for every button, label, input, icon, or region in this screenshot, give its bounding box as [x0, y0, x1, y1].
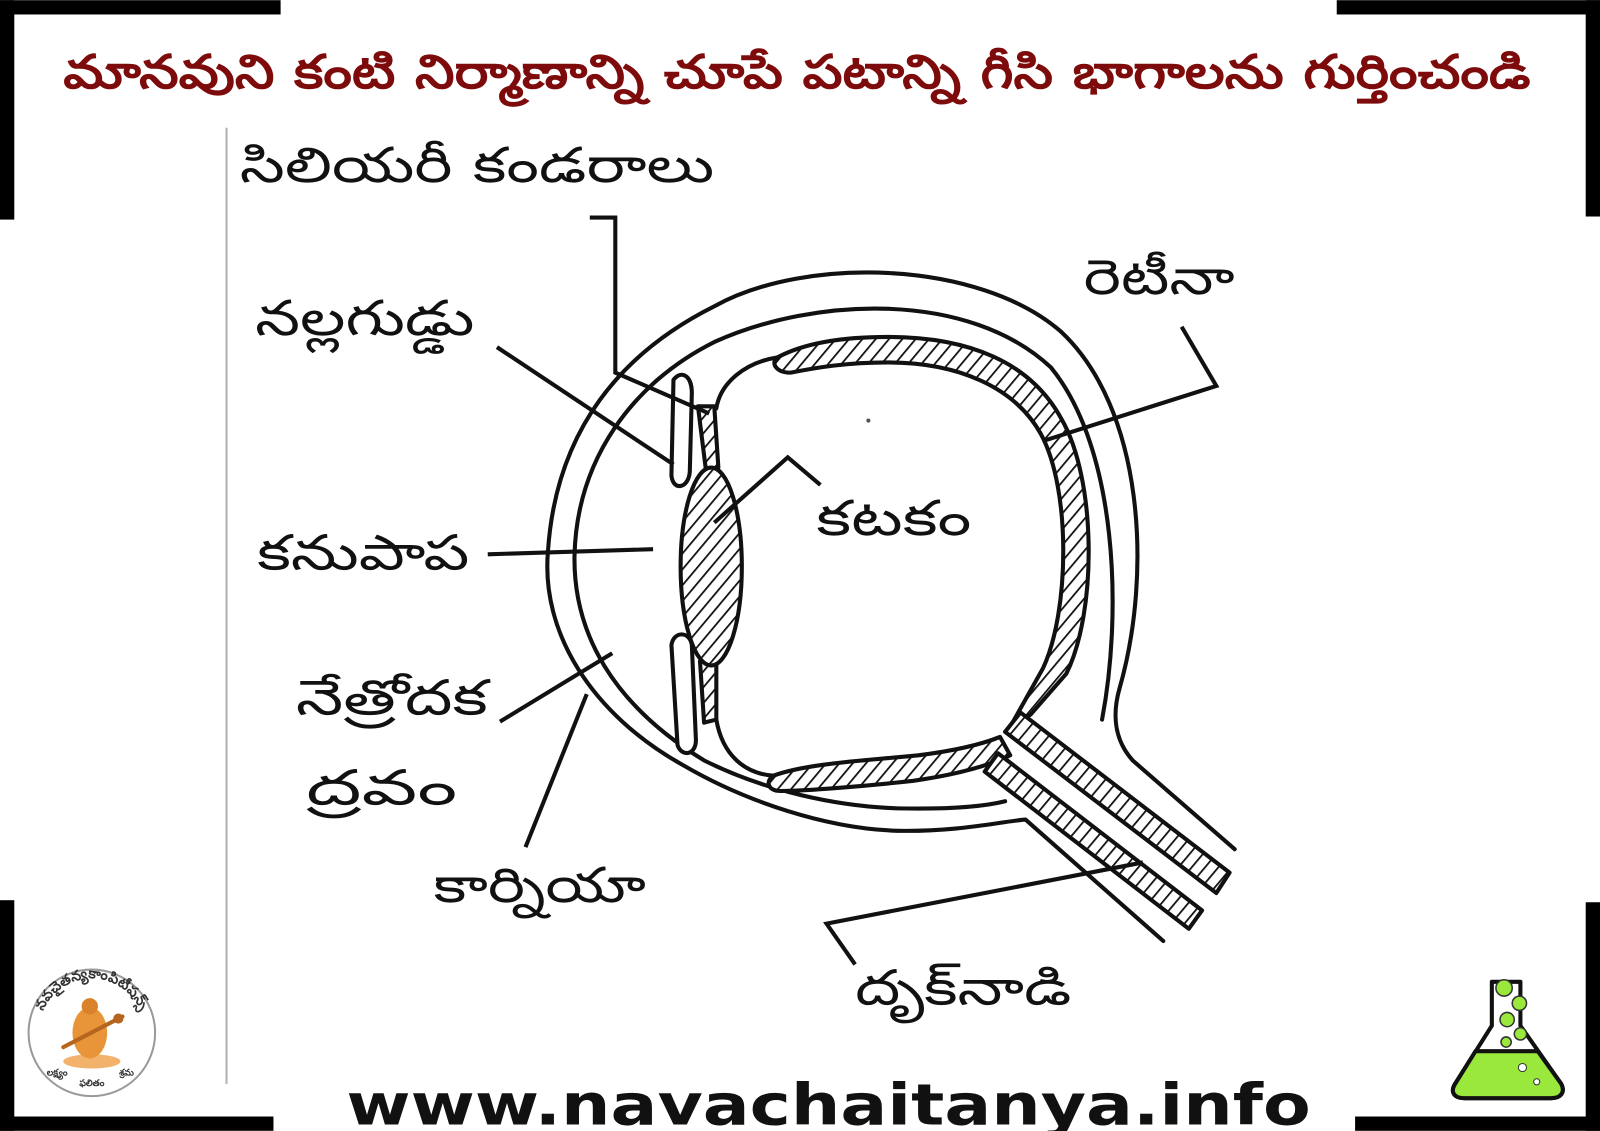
logo-motto-right: శ్రమ	[119, 1068, 134, 1079]
retina-upper-band	[772, 334, 1091, 729]
frame-corner-top-right-horizontal	[1336, 0, 1600, 15]
optic-nerve-upper-strip	[1003, 710, 1232, 896]
frame-corner-bottom-right-horizontal	[1355, 1116, 1600, 1131]
leader-line-cornea	[523, 693, 589, 848]
leader-line-ciliary-muscles	[589, 215, 710, 416]
logo-motto-left: లక్ష్యం	[47, 1068, 68, 1081]
leader-line-aqueous-humour	[498, 651, 614, 724]
label-ciliary-muscles: సిలియరీ కండరాలు	[240, 137, 714, 194]
label-lens: కటకం	[816, 490, 971, 547]
leader-lines	[487, 215, 1220, 966]
footer-website: www.navachaitanya.info	[346, 1073, 1310, 1131]
vitreous-chamber-upper-edge	[714, 355, 780, 411]
optic-nerve-lower-strip	[982, 751, 1205, 931]
frame-corner-bottom-left-vertical	[0, 900, 15, 1131]
sclera-inner-outline	[572, 306, 1115, 811]
frame-corner-bottom-left-horizontal	[0, 1116, 274, 1131]
label-iris: నల్లగుడ్డు	[255, 290, 474, 354]
leader-line-lens	[712, 454, 822, 525]
retina-lower-band	[766, 734, 1013, 794]
label-optic-nerve: దృక్‌నాడి	[855, 959, 1071, 1023]
leader-line-iris	[495, 345, 675, 467]
saraswati-emblem-icon: నవచైతన్యకాంపిటీషన్స్ లక్ష్యం ఫలితం శ్రమ	[27, 966, 157, 1098]
leader-line-retina	[1042, 325, 1220, 443]
frame-corner-bottom-right-vertical	[1585, 902, 1600, 1131]
part-labels: సిలియరీ కండరాలు నల్లగుడ్డు రెటీనా కటకం క…	[240, 137, 1235, 1023]
label-retina: రెటీనా	[1084, 249, 1235, 306]
center-dot	[866, 418, 871, 423]
logo-motto-center: ఫలితం	[79, 1078, 104, 1089]
frame-corner-top-left-vertical	[0, 0, 15, 220]
label-cornea: కార్నియా	[434, 857, 646, 919]
leader-line-optic-nerve	[823, 860, 1144, 966]
label-aqueous-humour-line2: ద్రవం	[305, 759, 457, 818]
page-title: మానవుని కంటి నిర్మాణాన్ని చూపే పటాన్ని గ…	[63, 45, 1531, 107]
ciliary-muscle-lower	[697, 659, 719, 725]
label-aqueous-humour-line1: నేత్రోదక	[296, 669, 491, 729]
frame-corner-top-left-horizontal	[0, 0, 281, 15]
frame-corner-top-right-vertical	[1585, 0, 1600, 217]
ciliary-muscle-upper	[695, 404, 721, 474]
iris-lower	[669, 632, 698, 755]
leader-line-pupil	[487, 547, 654, 557]
lens	[678, 465, 744, 668]
vitreous-chamber-lower-edge	[714, 717, 776, 778]
label-pupil: కనుపాప	[257, 525, 469, 582]
flask-icon	[1450, 979, 1565, 1101]
iris-upper	[669, 372, 694, 488]
